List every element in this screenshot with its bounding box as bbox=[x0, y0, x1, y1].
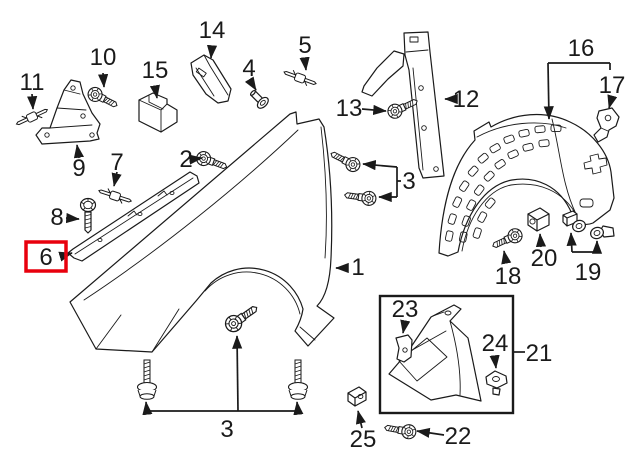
callout-5: 5 bbox=[298, 32, 311, 59]
screw-3a bbox=[327, 146, 363, 175]
wheelhouse-liner bbox=[438, 113, 615, 257]
screw-3b bbox=[343, 187, 378, 207]
mount-bracket bbox=[35, 79, 101, 145]
callout-17: 17 bbox=[599, 72, 626, 99]
corner-bracket bbox=[190, 54, 232, 104]
callout-7: 7 bbox=[110, 149, 123, 176]
stud-3-left bbox=[136, 359, 158, 400]
clip-19b bbox=[590, 225, 615, 240]
screw-22 bbox=[382, 420, 418, 441]
callout-3-bottom: 3 bbox=[220, 416, 233, 443]
callout-leaders bbox=[27, 44, 618, 438]
grommet-24 bbox=[485, 370, 508, 396]
callout-18: 18 bbox=[495, 263, 522, 290]
foam-block bbox=[138, 92, 178, 133]
callout-labels: 11 10 15 14 4 5 9 7 2 8 6 13 12 3 16 17 … bbox=[20, 17, 626, 453]
rivet-4 bbox=[249, 89, 269, 109]
screw-8 bbox=[79, 197, 97, 234]
small-bracket-17 bbox=[593, 107, 620, 143]
screw-3c bbox=[221, 300, 262, 336]
screw-10 bbox=[85, 84, 121, 113]
fender-panel bbox=[69, 111, 335, 353]
rivet-11 bbox=[13, 104, 51, 130]
clip-nut-20 bbox=[527, 207, 550, 232]
callout-24: 24 bbox=[482, 330, 509, 357]
callout-13: 13 bbox=[336, 95, 363, 122]
callout-2: 2 bbox=[179, 146, 192, 173]
clip-25 bbox=[347, 386, 367, 407]
stud-3-right bbox=[287, 359, 309, 400]
group-box-21 bbox=[378, 294, 515, 415]
clip-19a bbox=[562, 210, 586, 233]
rivet-7 bbox=[96, 185, 134, 207]
callout-8: 8 bbox=[50, 204, 63, 231]
callout-11: 11 bbox=[20, 69, 45, 96]
callout-10: 10 bbox=[90, 44, 117, 71]
callout-12: 12 bbox=[453, 86, 480, 113]
callout-21: 21 bbox=[526, 340, 553, 367]
callout-6: 6 bbox=[39, 244, 52, 271]
callout-1: 1 bbox=[351, 254, 364, 281]
callout-9: 9 bbox=[72, 155, 85, 182]
callout-22: 22 bbox=[445, 423, 472, 450]
rivet-5 bbox=[281, 66, 319, 90]
callout-23: 23 bbox=[392, 296, 419, 323]
callout-25: 25 bbox=[350, 426, 377, 453]
clip-23 bbox=[395, 334, 413, 363]
callout-15: 15 bbox=[142, 57, 169, 84]
pillar-bracket bbox=[361, 31, 445, 179]
callout-14: 14 bbox=[199, 17, 226, 44]
callout-4: 4 bbox=[242, 55, 255, 82]
liner-grid-slots bbox=[444, 124, 562, 243]
bolt-18 bbox=[489, 225, 525, 254]
callout-3-mid: 3 bbox=[402, 168, 415, 195]
highlight-box-6 bbox=[24, 240, 68, 273]
callout-16: 16 bbox=[568, 35, 595, 62]
callout-20: 20 bbox=[531, 245, 558, 272]
callout-19: 19 bbox=[575, 259, 602, 286]
